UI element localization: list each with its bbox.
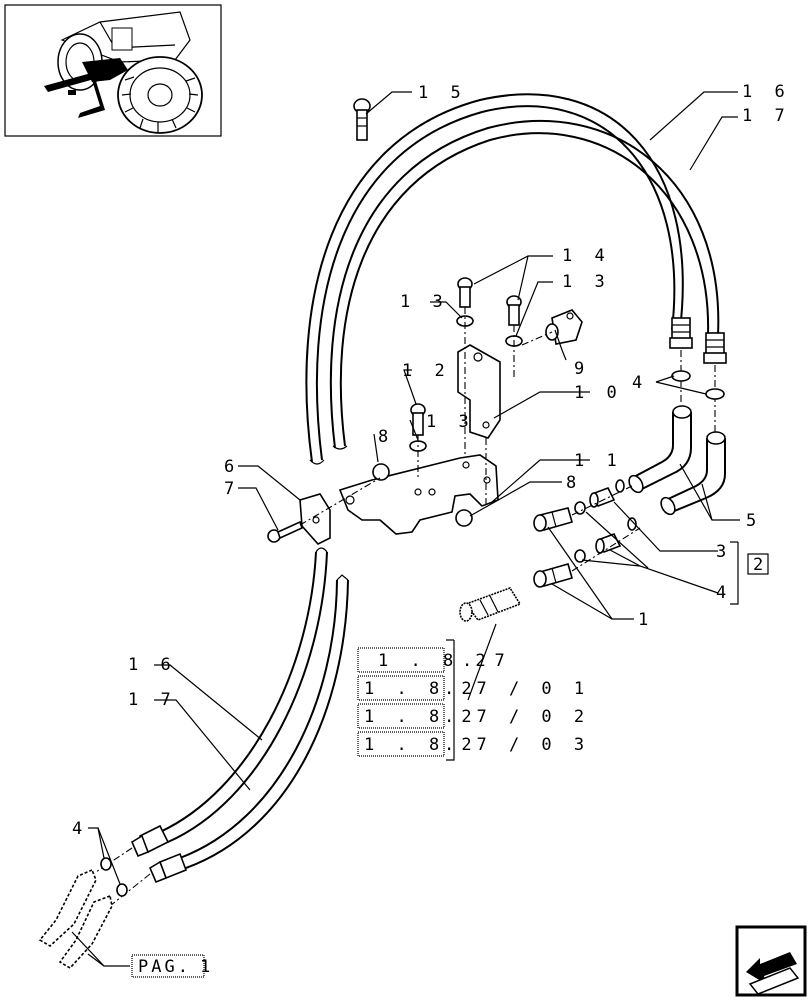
svg-text:PAG.: PAG.	[138, 957, 191, 977]
group-reference-2: 2	[747, 553, 769, 575]
callout-8-a: 8	[378, 427, 394, 447]
nipple-4-b	[595, 532, 622, 554]
callout-17-top: 1 7	[742, 106, 791, 126]
callout-13-a: 1 3	[400, 292, 449, 312]
hose-fitting-left	[669, 317, 693, 349]
o-ring-3-a	[574, 501, 586, 515]
callout-5: 5	[746, 511, 762, 531]
hydraulic-hose-17-top	[329, 119, 720, 449]
callout-8-b: 8	[566, 473, 582, 493]
hydraulic-hose-16-top	[305, 93, 684, 463]
callout-6: 6	[224, 457, 240, 477]
callout-4-b: 4	[716, 583, 732, 603]
coupler-bottom-a	[38, 868, 97, 947]
svg-text:. 7: . 7	[462, 651, 511, 671]
svg-text:1 . 8 2: 1 . 8 2	[378, 651, 492, 671]
coupler-bottom-b	[58, 894, 113, 970]
bolt-15	[353, 98, 371, 141]
o-ring-4-a	[671, 370, 691, 382]
hydraulic-hose-16-bottom	[159, 547, 328, 843]
callout-13-b: 1 3	[562, 272, 611, 292]
callout-11: 1 1	[574, 451, 623, 471]
hose-fitting-right	[703, 332, 727, 364]
nipple-4-a	[589, 486, 616, 508]
bracket-10	[457, 344, 501, 439]
callout-1: 1	[638, 610, 654, 630]
o-ring-4-f	[116, 883, 128, 897]
svg-text:1: 1	[200, 957, 216, 977]
ref-1-82-7-02[interactable]: 1 . 8 2 . 7 / 0 2	[357, 703, 590, 729]
callout-labels: 1 5 1 6 1 7 1 4 1 3 1 3 1 3 1 2 9 1 0 8 …	[72, 82, 791, 839]
callout-9: 9	[574, 359, 590, 379]
callout-4-c: 4	[72, 819, 88, 839]
callout-16-top: 1 6	[742, 82, 791, 102]
o-ring-3-b	[574, 549, 586, 563]
elbow-pipe-5-a	[628, 405, 692, 494]
o-ring-4-c	[615, 479, 625, 493]
spacer-8-a	[372, 463, 390, 481]
callout-10: 1 0	[574, 383, 623, 403]
hose-fitting-bottom-b	[148, 852, 188, 884]
callout-13-c: 1 3	[426, 412, 475, 432]
callout-7: 7	[224, 479, 240, 499]
svg-text:1 . 8 2: 1 . 8 2	[364, 735, 478, 755]
bolt-12	[410, 403, 426, 436]
leader-lines	[71, 91, 740, 967]
callout-12: 1 2	[402, 361, 451, 381]
spacer-8-b	[455, 509, 473, 527]
clamp-6	[299, 493, 331, 545]
o-ring-4-d	[627, 517, 637, 531]
connector-9	[545, 309, 583, 345]
svg-text:. 7 / 0 3: . 7 / 0 3	[444, 735, 590, 755]
svg-text:1 . 8 2: 1 . 8 2	[364, 679, 478, 699]
ref-1-82-7-01[interactable]: 1 . 8 2 . 7 / 0 1	[357, 675, 590, 701]
bolt-14-a	[457, 277, 473, 308]
ref-1-82-7[interactable]: 1 . 8 2 . 7	[357, 647, 511, 673]
adapter-1-b	[533, 563, 573, 588]
tractor-thumbnail-icon	[4, 4, 222, 137]
ref-1-82-7-03[interactable]: 1 . 8 2 . 7 / 0 3	[357, 731, 590, 757]
hose-fitting-bottom-a	[130, 824, 170, 858]
bolt-14-b	[506, 295, 522, 326]
svg-text:1 . 8 2: 1 . 8 2	[364, 707, 478, 727]
page-ref-pag-1[interactable]: PAG. 1	[131, 954, 216, 978]
callout-4-a: 4	[632, 373, 648, 393]
screw-7	[267, 520, 303, 543]
quick-coupler	[459, 587, 522, 622]
callout-16-bottom: 1 6	[128, 655, 177, 675]
bracket-11	[338, 454, 499, 535]
callout-3: 3	[716, 542, 732, 562]
callout-17-bottom: 1 7	[128, 690, 177, 710]
o-ring-4-e	[100, 857, 112, 871]
adapter-1-a	[533, 507, 573, 532]
previous-page-arrow-icon[interactable]	[735, 925, 807, 997]
svg-text:. 7 / 0 2: . 7 / 0 2	[444, 707, 590, 727]
svg-text:2: 2	[753, 555, 769, 575]
o-ring-4-b	[705, 388, 725, 400]
callout-15: 1 5	[418, 83, 467, 103]
hydraulic-hose-17-bottom	[179, 574, 349, 869]
callout-14: 1 4	[562, 246, 611, 266]
svg-text:. 7 / 0 1: . 7 / 0 1	[444, 679, 590, 699]
